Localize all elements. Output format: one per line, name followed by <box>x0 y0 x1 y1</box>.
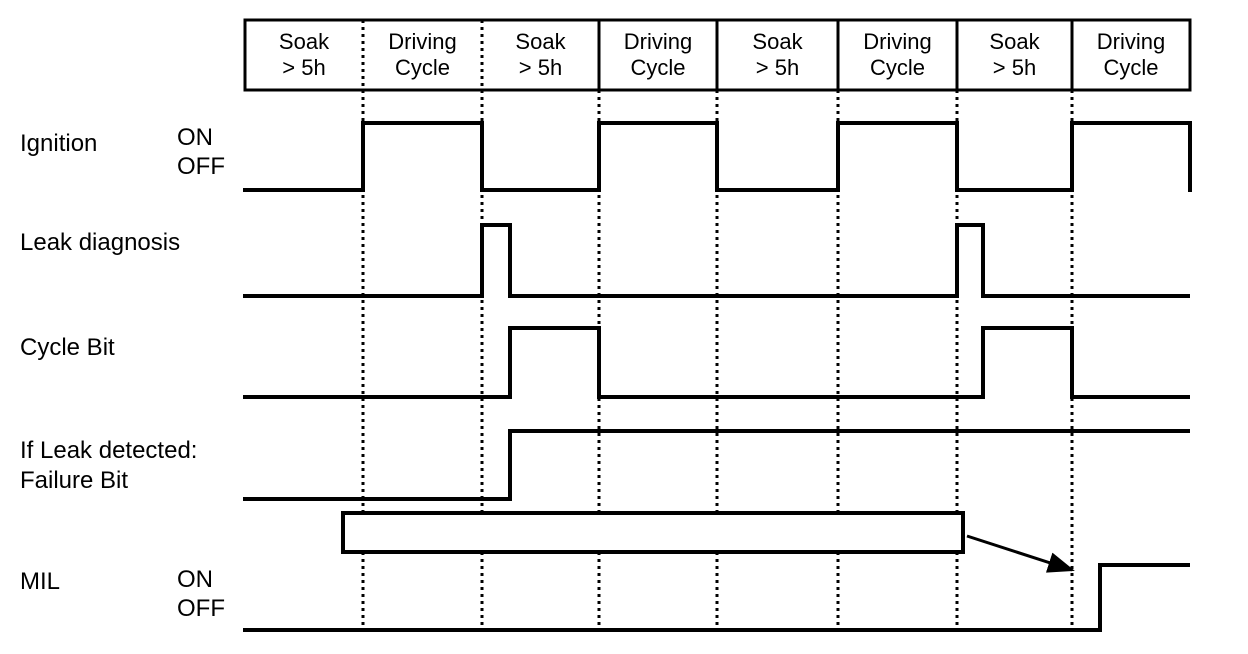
row-label-ignition: Ignition <box>20 130 98 157</box>
mil-off-label: OFF <box>177 595 225 622</box>
header-cell-label: Driving Cycle <box>863 29 932 80</box>
row-label-failure-bit: If Leak detected: Failure Bit <box>20 437 198 494</box>
ignition-on-off-labels: ON OFF <box>177 123 225 181</box>
mil-trigger-arrow <box>966 534 1075 573</box>
waveform-leak-diagnosis <box>243 223 1190 298</box>
row-label-mil: MIL <box>20 568 61 595</box>
waveform-ignition <box>243 121 1192 192</box>
mil-on-off-labels: ON OFF <box>177 565 225 623</box>
waveform-failure-bit <box>243 429 1190 501</box>
ignition-on-label: ON <box>177 124 213 151</box>
waveform-cycle-bit <box>243 326 1190 399</box>
row-label-cycle-bit: Cycle Bit <box>20 334 115 361</box>
header-cell-label: Soak > 5h <box>752 29 803 80</box>
header-cell-label: Driving Cycle <box>388 29 457 80</box>
counter-box <box>341 511 965 554</box>
header-cell-label: Driving Cycle <box>623 29 693 80</box>
header-cell-label: Soak > 5h <box>278 29 330 80</box>
ignition-off-label: OFF <box>177 153 225 180</box>
row-label-leak-diagnosis: Leak diagnosis <box>20 229 181 256</box>
header-cell-label: Soak > 5h <box>989 29 1040 80</box>
header-cell-label: Driving Cycle <box>1096 29 1166 80</box>
waveform-mil <box>243 563 1190 632</box>
header-cell-label: Soak > 5h <box>515 29 566 80</box>
mil-on-label: ON <box>177 566 213 593</box>
